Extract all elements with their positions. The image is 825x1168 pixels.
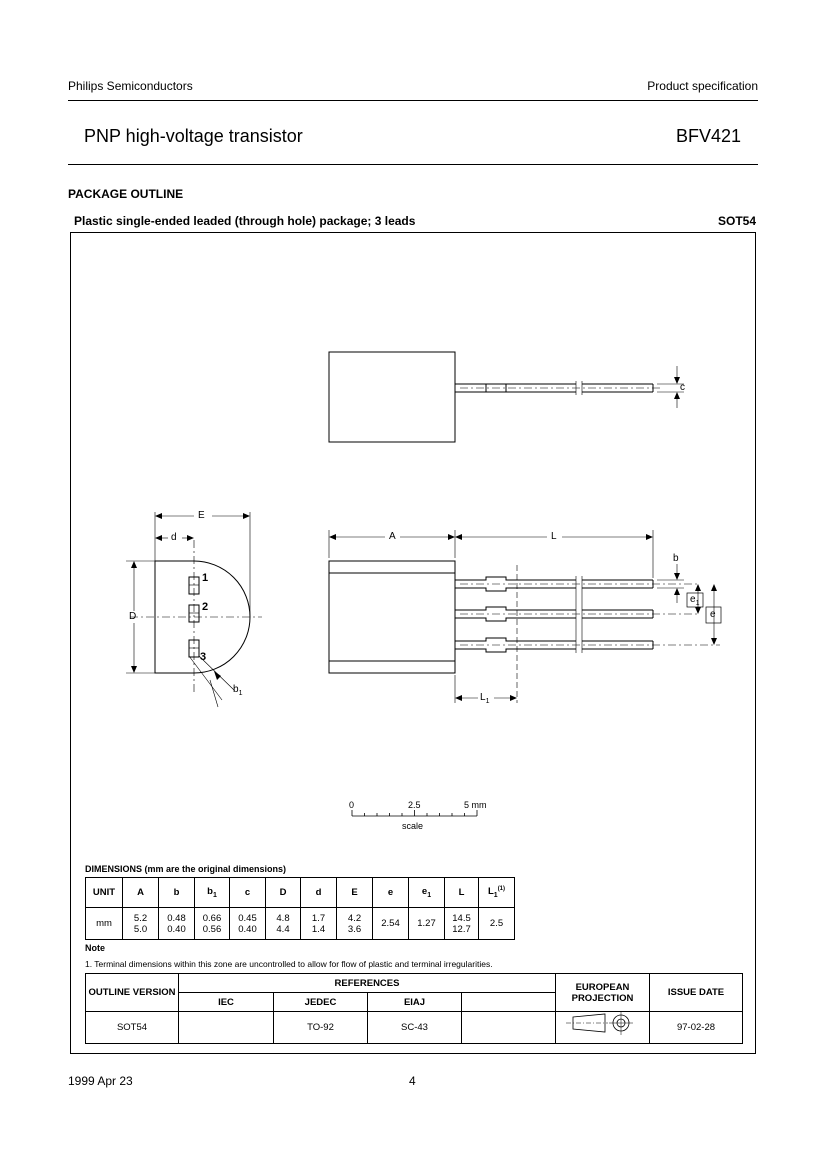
dim-cell: 2.5 — [478, 907, 515, 940]
note-text: 1. Terminal dimensions within this zone … — [85, 959, 493, 969]
pin-label-1: 1 — [202, 572, 209, 584]
dim-label-c: c — [680, 382, 685, 393]
top-view-body — [328, 351, 456, 443]
dim-header: L — [444, 877, 479, 908]
side-view-body — [328, 560, 456, 674]
dim-header: b1 — [194, 877, 230, 908]
dim-header: UNIT — [85, 877, 123, 908]
iec-value — [178, 1011, 274, 1044]
references-header: REFERENCES — [178, 973, 556, 993]
title-rule — [68, 164, 758, 165]
section-title: PACKAGE OUTLINE — [68, 187, 184, 201]
issue-date-header: ISSUE DATE — [649, 973, 743, 1012]
dim-label-b: b — [673, 553, 679, 564]
eiaj-header: EIAJ — [367, 992, 462, 1012]
dim-header: e — [372, 877, 409, 908]
bottom-view-outline — [154, 560, 251, 674]
projection-header: EUROPEAN PROJECTION — [555, 973, 650, 1012]
outline-version-value: SOT54 — [85, 1011, 179, 1044]
scale-label: scale — [402, 821, 424, 831]
dim-label-b1: b1 — [233, 684, 243, 697]
package-description: Plastic single-ended leaded (through hol… — [74, 214, 416, 228]
package-code: SOT54 — [717, 214, 756, 228]
jedec-value: TO-92 — [273, 1011, 368, 1044]
issue-date-value: 97-02-28 — [649, 1011, 743, 1044]
document-type: Product specification — [647, 79, 758, 93]
dim-label-D: D — [129, 611, 137, 622]
dim-label-d: d — [171, 532, 177, 543]
blank-value — [461, 1011, 556, 1044]
references-table: OUTLINE VERSION REFERENCES EUROPEAN PROJ… — [85, 973, 743, 1044]
projection-symbol-icon — [555, 1011, 650, 1044]
blank-header — [461, 992, 556, 1012]
outline-version-header: OUTLINE VERSION — [85, 973, 179, 1012]
company-name: Philips Semiconductors — [68, 79, 193, 93]
dim-label-L1: L1 — [480, 692, 490, 705]
dim-cell: mm — [85, 907, 123, 940]
dim-cell: 1.27 — [408, 907, 445, 940]
dim-header: A — [122, 877, 159, 908]
eiaj-value: SC-43 — [367, 1011, 462, 1044]
footer-date: 1999 Apr 23 — [68, 1074, 133, 1088]
header-rule — [68, 100, 758, 101]
dim-label-e1: e1 — [690, 594, 700, 607]
dim-header: E — [336, 877, 373, 908]
dim-label-A: A — [389, 531, 396, 542]
pin-label-2: 2 — [202, 601, 209, 613]
note-title: Note — [85, 943, 105, 953]
scale-tick-0: 0 — [349, 800, 355, 810]
dim-header: d — [300, 877, 337, 908]
dim-header: L1(1) — [478, 877, 515, 908]
dimensions-caption: DIMENSIONS (mm are the original dimensio… — [85, 864, 287, 874]
package-outline-frame — [70, 232, 756, 1054]
dim-label-E: E — [198, 510, 205, 521]
scale-tick-mid: 2.5 — [408, 800, 421, 810]
dim-header: D — [265, 877, 301, 908]
iec-header: IEC — [178, 992, 274, 1012]
part-number: BFV421 — [675, 126, 741, 146]
jedec-header: JEDEC — [273, 992, 368, 1012]
product-title: PNP high-voltage transistor — [84, 126, 303, 146]
dim-header: b — [158, 877, 195, 908]
pin-label-3: 3 — [200, 651, 207, 663]
dim-label-L: L — [551, 531, 557, 542]
dim-header: e1 — [408, 877, 445, 908]
dim-label-e: e — [710, 609, 716, 620]
dim-header: c — [229, 877, 266, 908]
dimensions-header-row: UNIT A b b1 c D d E e e1 L L1(1) — [85, 877, 515, 908]
scale-tick-end: 5 mm — [464, 800, 487, 810]
dim-cell: 2.54 — [372, 907, 409, 940]
page-number: 4 — [409, 1074, 416, 1088]
